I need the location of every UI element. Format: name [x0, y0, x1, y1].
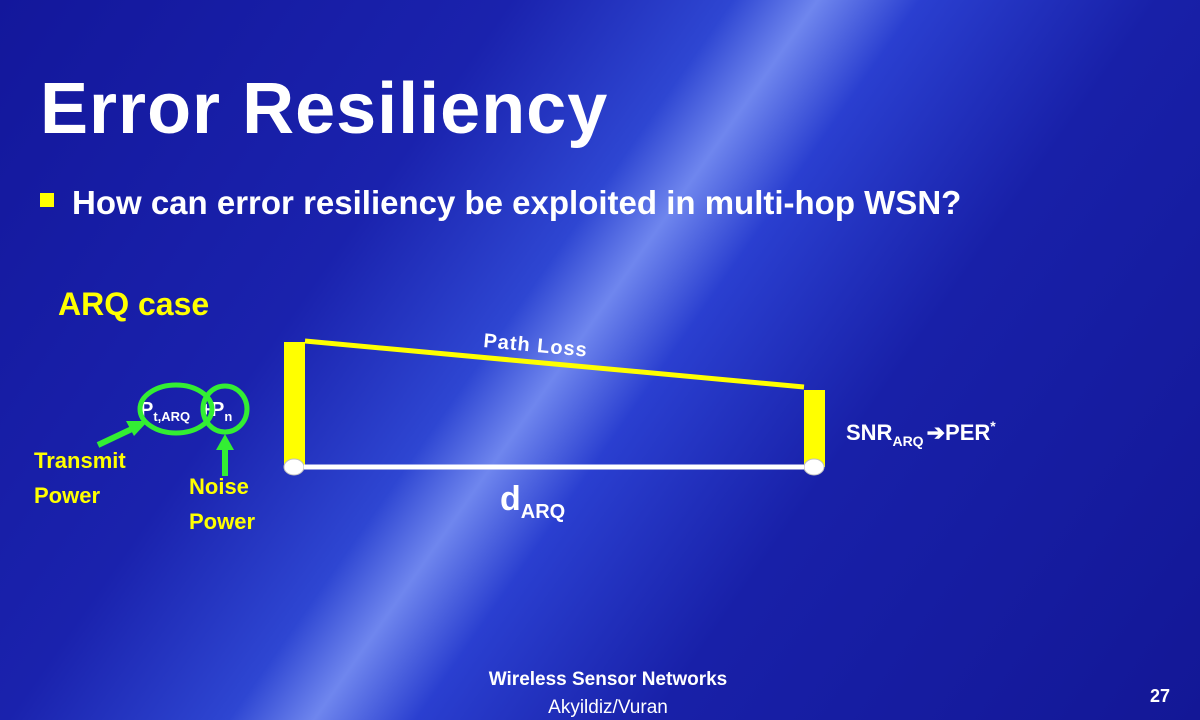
distance-label: dARQ [500, 480, 565, 523]
page-number: 27 [1150, 686, 1171, 706]
right-node-base [803, 458, 825, 476]
left-node-pole [284, 342, 305, 467]
noise-arrow-head-icon [216, 434, 234, 450]
bullet-square-icon [40, 193, 54, 207]
left-node-base [283, 458, 305, 476]
right-arrow-icon: ➔ [927, 420, 945, 445]
plus-sign: + [200, 399, 212, 421]
arq-case-label: ARQ case [58, 286, 210, 322]
transmit-arrow-line [96, 424, 138, 448]
noise-power-ellipse [200, 383, 250, 435]
slide-title: Error Resiliency [40, 69, 609, 149]
noise-label-line2: Power [189, 509, 255, 534]
noise-power-symbol: Pn [211, 399, 232, 424]
transmit-power-symbol: Pt,ARQ [140, 399, 190, 424]
transmit-label-line2: Power [34, 483, 100, 508]
snr-per-label: SNRARQ➔PER* [846, 418, 996, 449]
transmit-label-line1: Transmit [34, 448, 126, 473]
path-loss-line [304, 338, 805, 390]
transmit-power-ellipse [137, 382, 215, 436]
bullet-question: How can error resiliency be exploited in… [72, 184, 962, 221]
footer-title: Wireless Sensor Networks [488, 669, 728, 690]
transmit-arrow-head-icon [126, 421, 148, 436]
footer-authors: Akyildiz/Vuran [548, 697, 668, 718]
right-node-pole [804, 390, 825, 467]
noise-label-line1: Noise [189, 474, 249, 499]
